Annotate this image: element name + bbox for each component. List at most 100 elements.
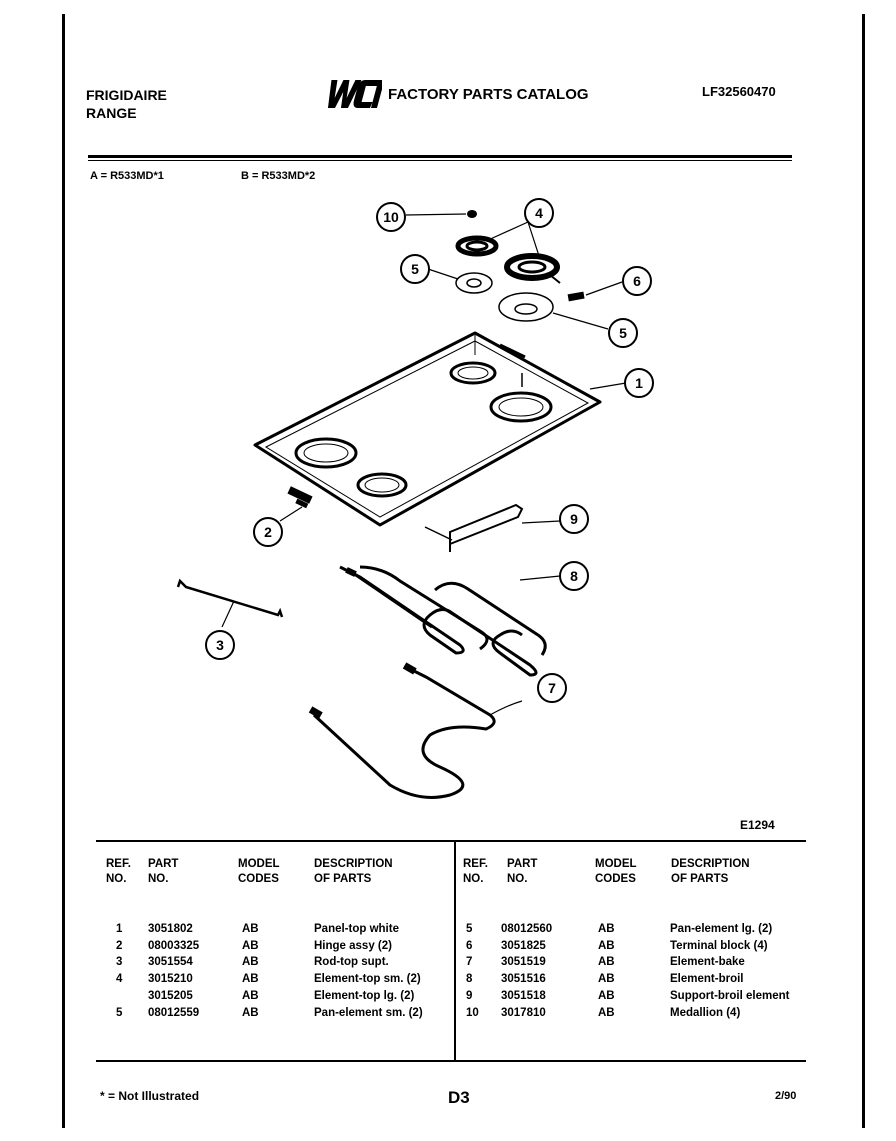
table-cell: 3051519 — [501, 956, 546, 969]
top-element-large — [504, 253, 561, 284]
table-cell: Element-top lg. (2) — [314, 989, 415, 1002]
table-cell — [116, 988, 122, 1005]
medallion-part — [405, 210, 477, 218]
wci-logo — [327, 80, 382, 108]
table-cell: 08012560 — [501, 923, 553, 935]
callout-9-label: 9 — [570, 511, 578, 527]
table-cell: AB — [242, 923, 259, 935]
table-cell: Element-broil — [670, 973, 744, 986]
table-cell: Panel-top white — [314, 923, 399, 935]
table-cell: AB — [598, 1006, 615, 1019]
callout-8-label: 8 — [570, 568, 578, 584]
top-element-small — [455, 235, 499, 257]
table-cell: AB — [598, 956, 615, 969]
header-rule — [88, 155, 792, 158]
callout-3-label: 3 — [216, 637, 224, 653]
callout-2: 2 — [253, 517, 283, 547]
page-frame — [62, 14, 865, 1128]
model-b: B = R533MD*2 — [241, 170, 316, 182]
table-divider — [454, 842, 456, 1060]
table-cell: 5 — [466, 923, 473, 935]
cooktop-panel — [253, 331, 602, 527]
table-cell: 8 — [466, 973, 473, 986]
table-cell: Rod-top supt. — [314, 956, 389, 969]
table-cell: 3051554 — [148, 956, 193, 969]
product-name: RANGE — [86, 105, 137, 121]
catalog-number: LF32560470 — [702, 84, 776, 99]
table-cell: 6 — [466, 939, 473, 952]
terminal-block-part — [567, 281, 623, 302]
table-cell: Hinge assy (2) — [314, 939, 392, 952]
table-cell: Element-bake — [670, 956, 745, 969]
callout-7: 7 — [537, 673, 567, 703]
catalog-title: FACTORY PARTS CATALOG — [388, 85, 589, 103]
table-cell: Pan-element sm. (2) — [314, 1006, 423, 1019]
catalog-date: 2/90 — [775, 1090, 797, 1102]
header-ref-left: REF.NO. — [106, 858, 131, 885]
table-cell: Element-top sm. (2) — [314, 973, 421, 986]
broil-element-part — [339, 565, 547, 677]
table-cell: AB — [598, 989, 615, 1002]
callout-5-bottom: 5 — [608, 318, 638, 348]
broil-support-part — [424, 503, 524, 552]
header-rule-thin — [88, 160, 792, 161]
table-cell: 08012559 — [148, 1006, 200, 1019]
table-cell: 3015210 — [148, 973, 193, 986]
table-cell: AB — [598, 923, 615, 935]
callout-4: 4 — [524, 198, 554, 228]
callout-5-top: 5 — [400, 254, 430, 284]
table-cell: AB — [242, 1006, 259, 1019]
table-cell: Pan-element lg. (2) — [670, 923, 773, 935]
callout-1: 1 — [624, 368, 654, 398]
table-cell: 08003325 — [148, 939, 200, 952]
callout-3: 3 — [205, 630, 235, 660]
table-cell: 4 — [116, 973, 123, 986]
callout-6-label: 6 — [633, 273, 641, 289]
table-bottom-rule — [96, 1060, 806, 1062]
callout-6: 6 — [622, 266, 652, 296]
right-desc-column: Pan-element lg. (2) Terminal block (4) Ele… — [670, 921, 789, 1021]
table-cell: Terminal block (4) — [670, 939, 768, 952]
bake-element-part — [308, 662, 523, 799]
table-cell: 2 — [116, 939, 123, 952]
header-ref-right: REF.NO. — [463, 858, 488, 885]
hinge-part — [287, 486, 313, 509]
catalog-title-block: FACTORY PARTS CATALOG — [322, 78, 589, 110]
table-cell: 3 — [116, 956, 123, 969]
table-cell: AB — [242, 956, 259, 969]
table-cell: 5 — [116, 1006, 123, 1019]
not-illustrated-note: * = Not Illustrated — [100, 1089, 200, 1103]
table-cell: 3051518 — [501, 989, 546, 1002]
top-support-rod-part — [176, 578, 284, 618]
callout-10: 10 — [376, 202, 406, 232]
model-a: A = R533MD*1 — [90, 170, 164, 182]
table-cell: 9 — [466, 989, 473, 1002]
table-cell: AB — [242, 939, 259, 952]
table-cell: Medallion (4) — [670, 1006, 741, 1019]
diagram-code: E1294 — [740, 818, 775, 832]
table-cell: 3051516 — [501, 973, 546, 986]
callout-2-label: 2 — [264, 524, 272, 540]
table-cell: AB — [242, 989, 259, 1002]
table-cell: AB — [242, 973, 259, 986]
table-cell: AB — [598, 973, 615, 986]
left-codes-column: AB AB AB AB AB AB — [242, 921, 259, 1021]
pan-element-large — [498, 292, 554, 322]
callout-8: 8 — [559, 561, 589, 591]
callout-1-label: 1 — [635, 375, 643, 391]
table-cell: 3051825 — [501, 939, 546, 952]
callout-9: 9 — [559, 504, 589, 534]
brand-name: FRIGIDAIRE — [86, 87, 167, 103]
exploded-parts-diagram: 10 4 5 6 5 1 2 9 8 3 7 — [176, 198, 654, 799]
